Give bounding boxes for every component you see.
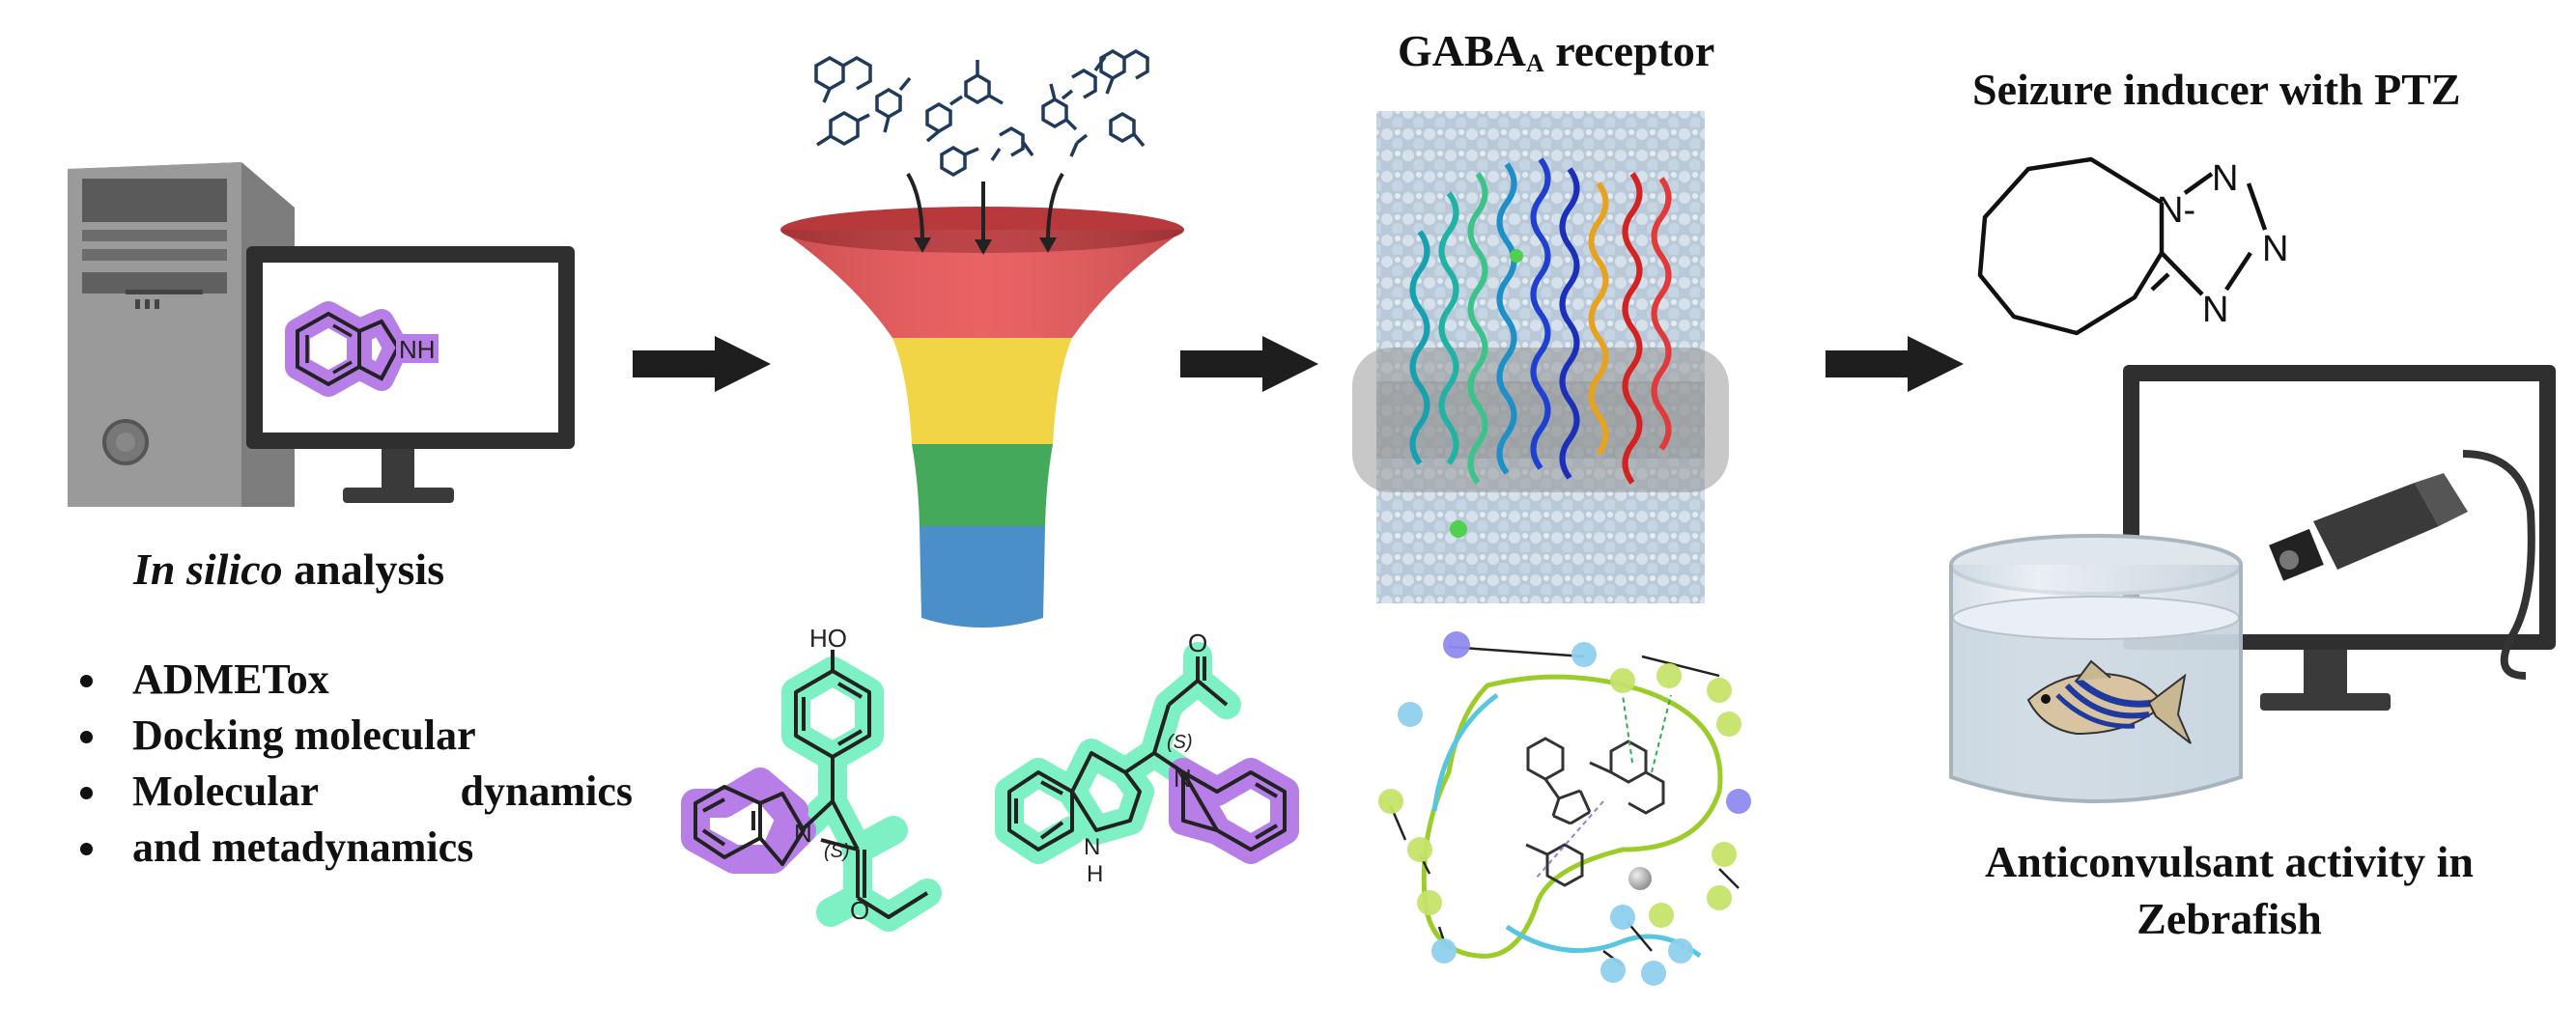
list-item: Molecular dynamics xyxy=(72,764,633,820)
list-item: and metadynamics xyxy=(72,820,633,876)
bullet-text: Molecular dynamics xyxy=(132,768,633,815)
bullet-text: and metadynamics xyxy=(132,824,474,871)
gaba-rest: receptor xyxy=(1543,26,1715,75)
chem-nh-label: NH xyxy=(399,335,436,364)
protein-structure-icon xyxy=(1352,111,1729,603)
computer-tower-icon xyxy=(68,162,295,507)
bullet-text: ADMETox xyxy=(132,656,329,703)
arrowheads xyxy=(914,237,1057,255)
chem-s-label: (S) xyxy=(1167,732,1193,753)
gaba-main: GABA xyxy=(1398,26,1526,75)
ptz-n-label: N- xyxy=(2157,190,2195,231)
analysis-list: ADMETox Docking molecular Molecular dyna… xyxy=(72,652,633,876)
gaba-subscript: A xyxy=(1525,49,1544,77)
molecule-icon: NH xyxy=(285,301,439,397)
chem-n-label: N xyxy=(1174,764,1192,793)
arrow-right-icon xyxy=(633,336,771,392)
molecule-icon: HO N (S) O xyxy=(681,624,942,932)
chem-s-label: (S) xyxy=(824,841,850,862)
molecule-icon: O N (S) N H xyxy=(995,628,1299,887)
chem-n-label: N xyxy=(1084,834,1100,860)
molecule-icon xyxy=(814,48,1149,178)
ptz-n-label: N xyxy=(2202,290,2228,330)
list-item: Docking molecular xyxy=(72,708,633,764)
seizure-title: Seizure inducer with PTZ xyxy=(1972,65,2461,114)
chem-n-label: N xyxy=(794,819,812,848)
bullet-text: Docking molecular xyxy=(132,712,476,759)
molecule-icon xyxy=(1977,156,2268,336)
interaction-diagram-icon xyxy=(1378,631,1751,986)
chem-ho-label: HO xyxy=(809,624,847,653)
zebrafish-icon xyxy=(2026,659,2192,744)
in-silico-rest: analysis xyxy=(282,544,445,594)
arrow-down-icon xyxy=(906,172,1064,243)
anticonvulsant-title: Anticonvulsant activity in Zebrafish xyxy=(1959,837,2500,943)
list-item: ADMETox xyxy=(72,652,633,708)
in-silico-italic: In silico xyxy=(133,544,283,594)
chem-o-label: O xyxy=(1188,628,1207,657)
camera-icon xyxy=(2269,450,2535,680)
in-silico-label: In silico analysis xyxy=(133,544,445,595)
ptz-n-label: N xyxy=(2262,229,2288,269)
arrow-right-icon xyxy=(1826,336,1964,392)
chem-o-label: O xyxy=(850,896,869,925)
chem-h-label: H xyxy=(1087,861,1103,887)
funnel-icon xyxy=(780,207,1184,628)
arrow-right-icon xyxy=(1180,336,1318,392)
gaba-title: GABAA receptor xyxy=(1398,26,1715,78)
anticonvulsant-line2: Zebrafish xyxy=(2137,893,2322,943)
anticonvulsant-line1: Anticonvulsant activity in xyxy=(1984,837,2475,886)
ptz-n-label: N xyxy=(2212,158,2238,199)
